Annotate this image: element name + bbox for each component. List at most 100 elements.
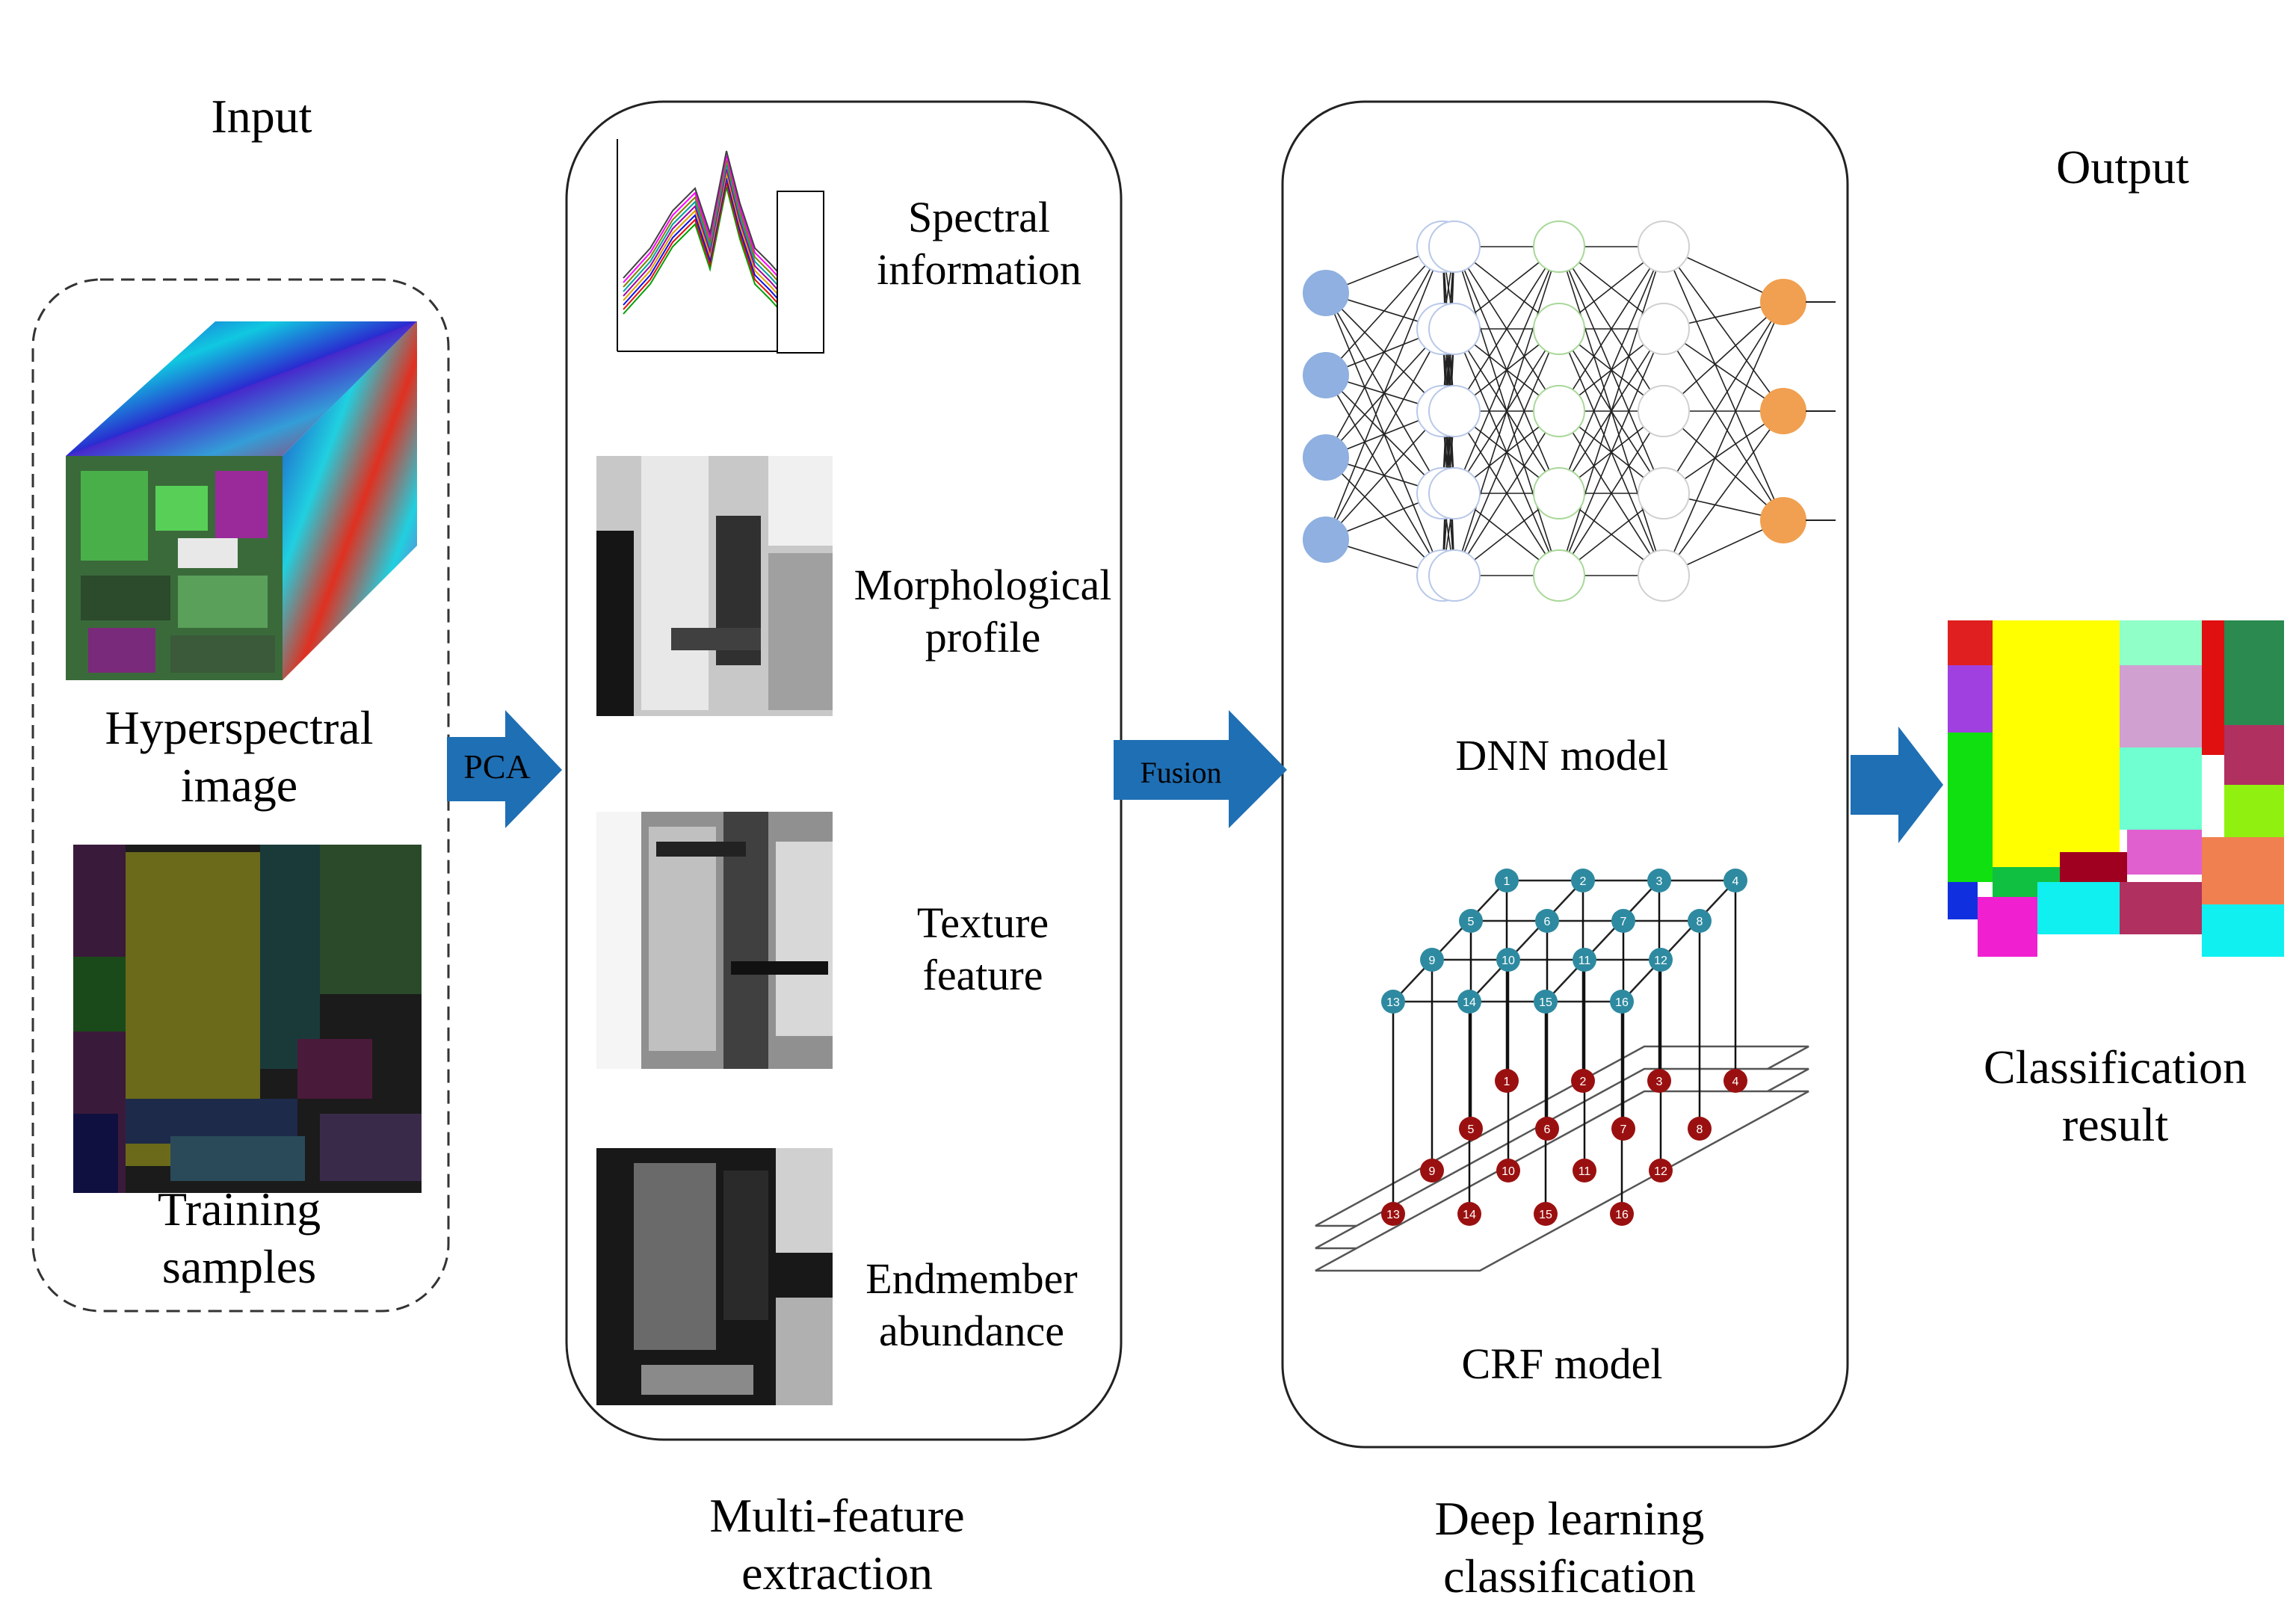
- crf-top-node: [1573, 948, 1596, 972]
- crf-bottom-node: [1381, 1202, 1405, 1226]
- texture-feature-image: [596, 812, 833, 1069]
- crf-top-node: [1647, 869, 1671, 892]
- spectral-curve: [623, 159, 784, 288]
- crf-top-node-label: 1: [1504, 875, 1510, 888]
- crf-bottom-node-label: 12: [1654, 1165, 1667, 1178]
- dnn-node: [1638, 467, 1690, 519]
- endmember-abundance-image: [596, 1148, 833, 1405]
- crf-plane: [1315, 1090, 1809, 1272]
- fusion-label: Fusion: [1140, 756, 1222, 789]
- dnn-edge: [1663, 301, 1784, 576]
- dnn-edge: [1325, 328, 1443, 540]
- spectral-curve: [623, 150, 784, 279]
- crf-bottom-node: [1688, 1117, 1712, 1141]
- dnn-edge: [1663, 246, 1784, 412]
- spectral-curve: [623, 164, 784, 292]
- crf-top-node-label: 3: [1656, 875, 1663, 888]
- crf-model-label: CRF model: [1461, 1339, 1663, 1388]
- dnn-edge: [1325, 246, 1443, 458]
- crf-top-node: [1535, 909, 1559, 933]
- dnn-edge: [1663, 301, 1784, 494]
- crf-bottom-node: [1610, 1202, 1634, 1226]
- dnn-edge: [1558, 246, 1664, 494]
- crf-bottom-node: [1571, 1069, 1595, 1093]
- crf-top-node-label: 2: [1580, 875, 1587, 888]
- output-title: Output: [2056, 141, 2189, 194]
- crf-top-node-label: 5: [1468, 916, 1475, 928]
- dnn-node: [1428, 385, 1481, 437]
- crf-top-node-label: 10: [1502, 955, 1515, 967]
- crf-bottom-node: [1534, 1202, 1558, 1226]
- dnn-node: [1533, 467, 1585, 519]
- dnn-edge: [1663, 410, 1784, 521]
- crf-top-node-label: 12: [1654, 955, 1667, 967]
- crf-bottom-node: [1496, 1159, 1520, 1182]
- spectral-plot: [617, 139, 824, 354]
- spectral-legend-box: [777, 191, 824, 354]
- spectral-curve: [623, 173, 784, 301]
- dnn-edge: [1663, 301, 1784, 412]
- morphological-profile-image: [596, 456, 833, 716]
- crf-edge: [1621, 880, 1736, 1002]
- crf-bottom-node: [1495, 1069, 1519, 1093]
- crf-bottom-node-label: 8: [1697, 1123, 1703, 1136]
- dnn-node: [1638, 549, 1690, 602]
- dnn-node: [1638, 385, 1690, 437]
- crf-top-node: [1571, 869, 1595, 892]
- dnn-node: [1533, 549, 1585, 602]
- crf-top-node-label: 9: [1429, 955, 1436, 967]
- dnn-edge: [1558, 328, 1664, 576]
- crf-bottom-node-label: 14: [1463, 1209, 1476, 1221]
- dnn-node: [1428, 467, 1481, 519]
- crf-top-node: [1610, 990, 1634, 1014]
- dnn-node: [1533, 221, 1585, 273]
- spectral-curve: [623, 177, 784, 306]
- crf-edge: [1545, 880, 1660, 1002]
- dnn-node: [1638, 221, 1690, 273]
- crf-bottom-node-label: 4: [1732, 1076, 1739, 1088]
- crf-bottom-node-label: 9: [1429, 1165, 1436, 1178]
- crf-top-node-label: 6: [1544, 916, 1551, 928]
- spectral-curve: [623, 155, 784, 283]
- dnn-node: [1303, 352, 1349, 398]
- crf-bottom-node: [1611, 1117, 1635, 1141]
- crf-top-node: [1496, 948, 1520, 972]
- input-panel: [31, 278, 450, 1313]
- dnn-node: [1303, 270, 1349, 316]
- dnn-node: [1760, 388, 1806, 434]
- crf-edge: [1392, 880, 1507, 1002]
- crf-bottom-node-label: 13: [1386, 1209, 1400, 1221]
- crf-top-node: [1649, 948, 1673, 972]
- crf-bottom-node: [1535, 1117, 1559, 1141]
- crf-bottom-node: [1420, 1159, 1444, 1182]
- crf-top-node: [1459, 909, 1483, 933]
- dnn-network: [1303, 221, 1836, 602]
- dnn-edge: [1454, 246, 1560, 576]
- fusion-arrow: [1114, 710, 1287, 828]
- dnn-node: [1533, 303, 1585, 355]
- spectral-curve: [623, 186, 784, 315]
- dnn-edge: [1325, 246, 1443, 376]
- hyperspectral-cube: [66, 321, 430, 680]
- crf-top-node: [1457, 990, 1481, 1014]
- dnn-node: [1428, 221, 1481, 273]
- crf-bottom-node-label: 7: [1620, 1123, 1627, 1136]
- input-title: Input: [211, 90, 312, 143]
- crf-bottom-node-label: 1: [1504, 1076, 1510, 1088]
- pca-arrow: [447, 710, 562, 828]
- spectral-curve: [623, 168, 784, 297]
- crf-bottom-node-label: 10: [1502, 1165, 1515, 1178]
- dnn-edge: [1325, 246, 1443, 540]
- crf-edge: [1469, 880, 1584, 1002]
- dnn-edge: [1325, 410, 1443, 540]
- spectral-curve: [623, 182, 784, 310]
